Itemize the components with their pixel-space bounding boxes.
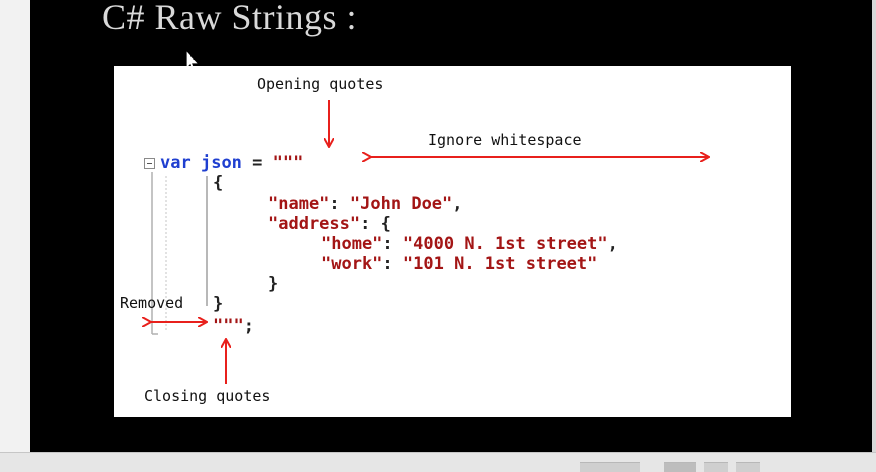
code-identifier: json xyxy=(200,153,242,173)
code-line-3: "name": "John Doe", xyxy=(268,194,463,214)
ignore-whitespace-label: Ignore whitespace xyxy=(428,131,582,149)
slide-panel-strip[interactable] xyxy=(0,0,31,452)
code-opening-quotes: """ xyxy=(272,153,304,173)
code-keyword: var xyxy=(160,153,191,173)
code-operator: = xyxy=(252,153,263,173)
collapse-toggle-icon[interactable] xyxy=(144,158,155,169)
code-line-7: } xyxy=(268,274,279,294)
closing-quotes-label: Closing quotes xyxy=(144,387,271,405)
raw-string-diagram: Opening quotes Ignore whitespace Removed… xyxy=(114,66,791,417)
removed-label: Removed xyxy=(120,294,184,312)
status-bar-button[interactable] xyxy=(704,462,728,472)
opening-quotes-label: Opening quotes xyxy=(257,75,384,93)
status-bar-button[interactable] xyxy=(580,462,640,472)
code-line-6: "work": "101 N. 1st street" xyxy=(321,254,598,274)
code-line-5: "home": "4000 N. 1st street", xyxy=(321,234,618,254)
status-bar xyxy=(0,452,876,472)
code-line-9: """; xyxy=(213,316,254,336)
slide-title: C# Raw Strings : xyxy=(102,0,358,37)
code-line-8: } xyxy=(213,294,224,314)
status-bar-button[interactable] xyxy=(664,462,696,472)
diagram-graphics xyxy=(114,100,791,384)
code-line-2: { xyxy=(213,173,224,193)
scrollbar[interactable] xyxy=(872,0,876,452)
code-line-4: "address": { xyxy=(268,214,391,234)
status-bar-button[interactable] xyxy=(736,462,760,472)
code-closing-quotes: """ xyxy=(213,316,244,336)
code-line-1: var json = """ xyxy=(160,153,303,173)
